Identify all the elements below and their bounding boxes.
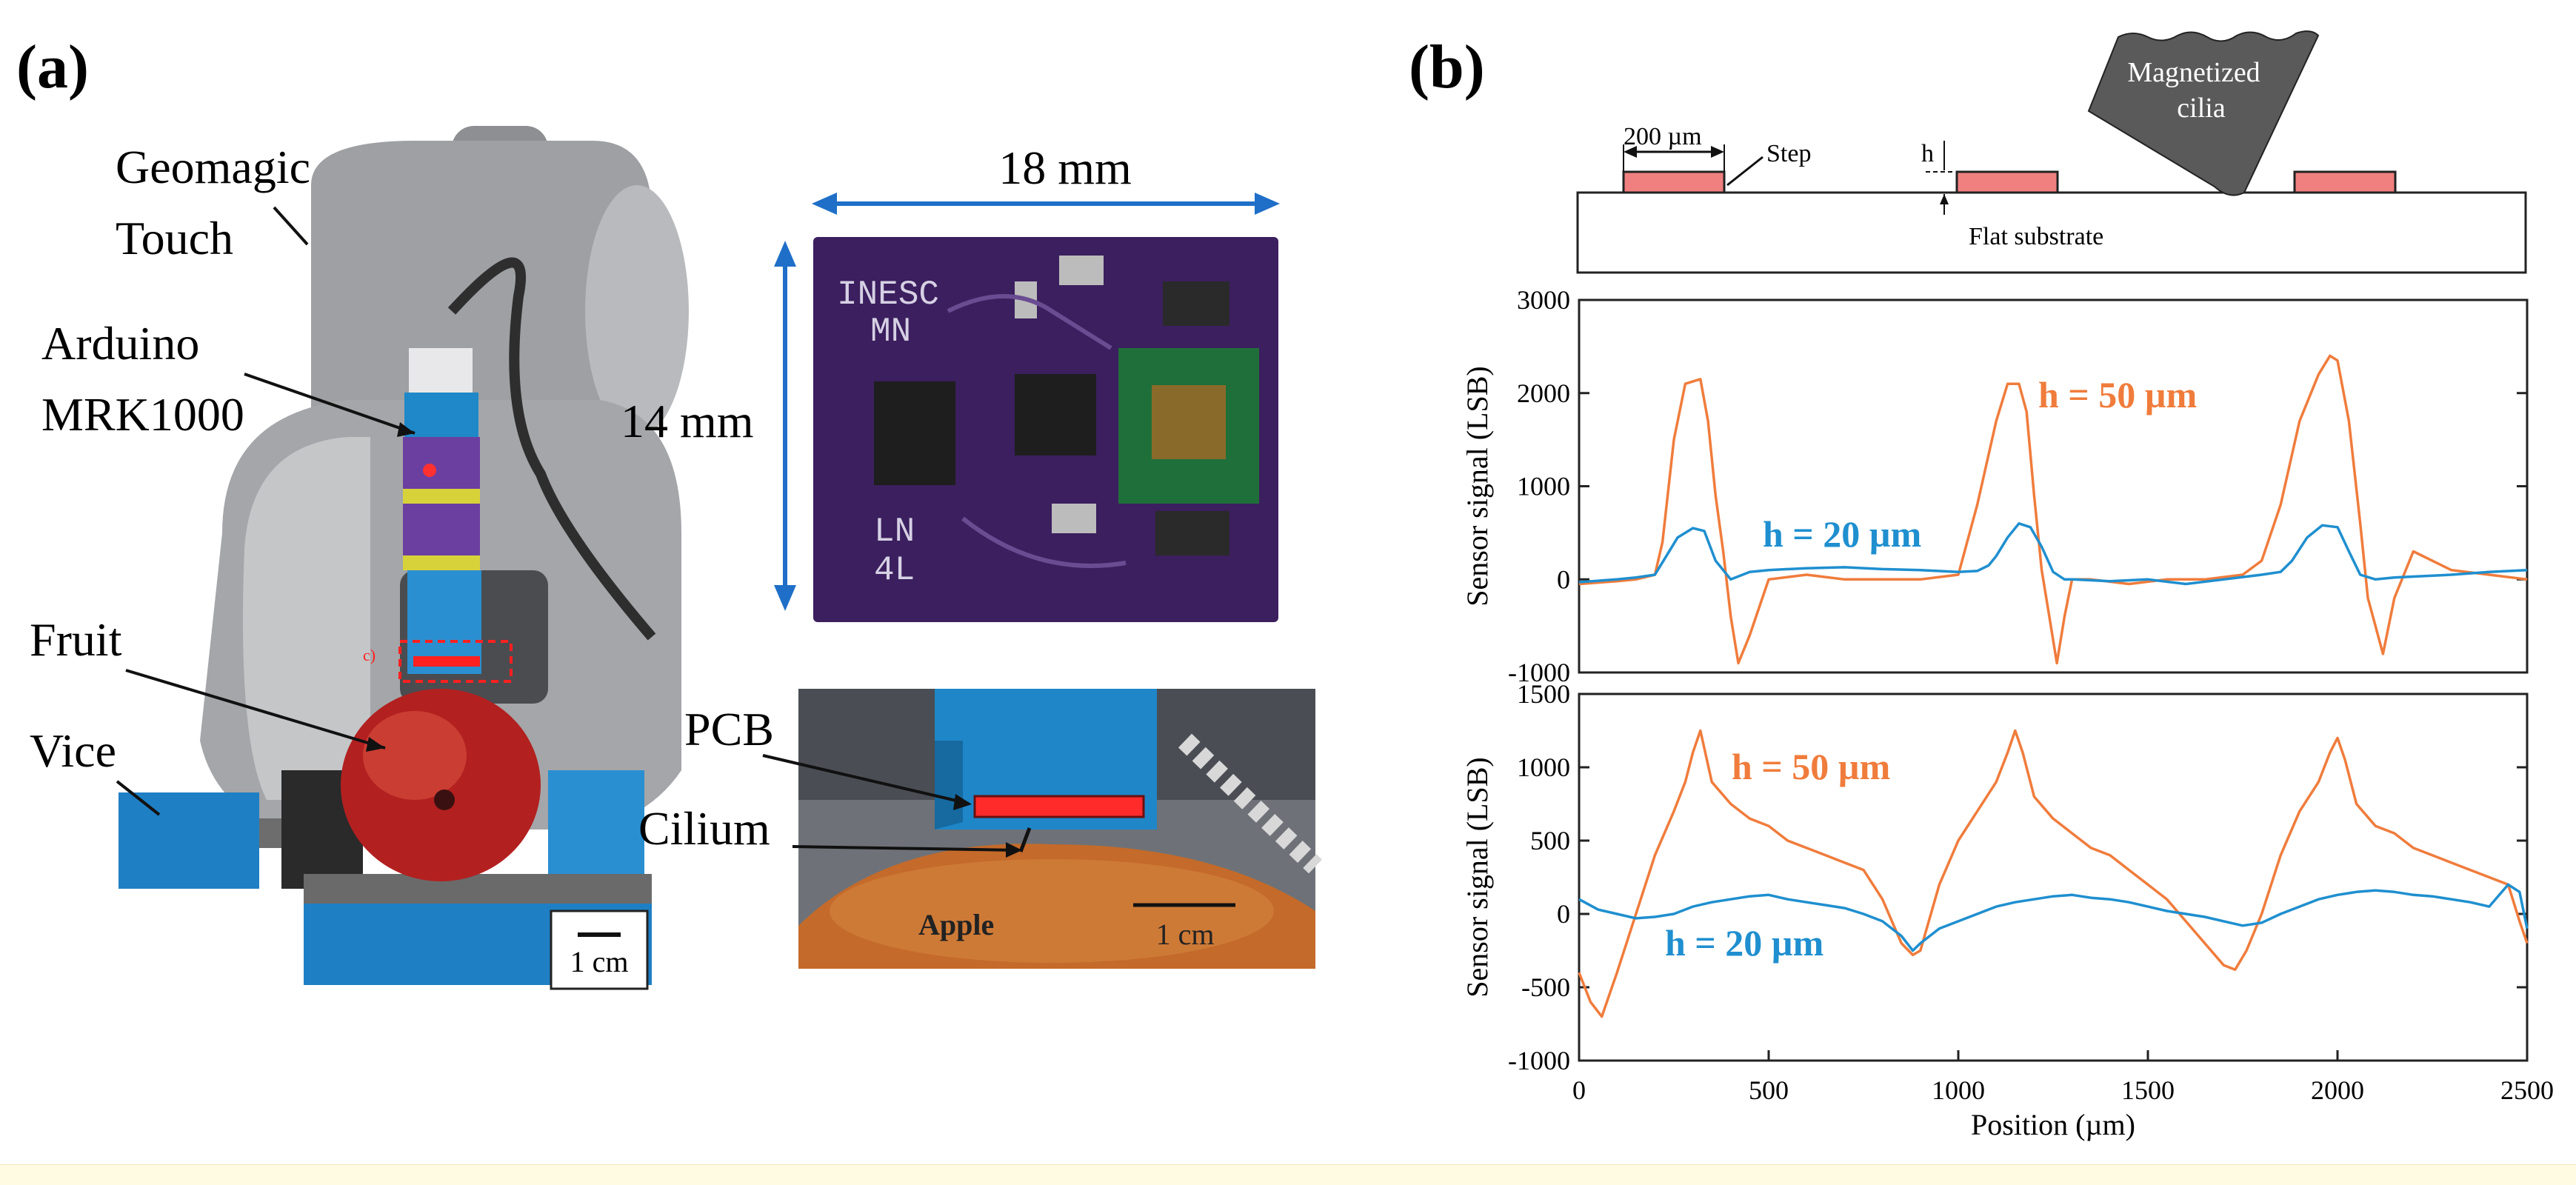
x-tick-label: 0 <box>1572 1075 1586 1105</box>
fruit-arrowhead <box>366 737 385 752</box>
schematic-substrate-label: Flat substrate <box>1969 223 2103 250</box>
plot-frame <box>1578 692 2529 1062</box>
y-tick-label: 500 <box>1530 826 1570 855</box>
y-axis-label: Sensor signal (LSB) <box>1461 366 1494 606</box>
inset-scale-label: 1 cm <box>1156 918 1215 951</box>
pcb-text-inesc: INESC <box>837 276 939 314</box>
series-annotation-h50: h = 50 µm <box>1732 746 1890 787</box>
step-schematic <box>1576 30 2527 274</box>
schematic-step-label: Step <box>1766 140 1811 167</box>
pcb-text-4l: 4L <box>874 551 915 590</box>
series-annotation-h50: h = 50 µm <box>2038 374 2197 415</box>
scale-label-left: 1 cm <box>570 945 629 978</box>
x-axis-label: Position (µm) <box>1971 1108 2135 1141</box>
schematic-width-label: 200 µm <box>1624 123 1702 150</box>
magnetized-cilia <box>2087 30 2320 196</box>
fruit-label: Fruit <box>30 613 122 666</box>
vice-label: Vice <box>30 724 116 777</box>
arduino-arrow <box>244 373 416 435</box>
pcb-text-mn: MN <box>870 313 911 351</box>
y-tick-label: 2000 <box>1517 378 1570 408</box>
scale-box-left <box>550 909 649 990</box>
x-tick-label: 2000 <box>2311 1075 2364 1105</box>
inset-pcb-label: PCB <box>684 703 774 755</box>
y-tick-label: -500 <box>1521 972 1570 1002</box>
dimension-width-label: 18 mm <box>998 141 1132 194</box>
y-tick-label: 0 <box>1557 899 1570 929</box>
arduino-label-line1: Arduino <box>41 317 199 370</box>
y-tick-label: -1000 <box>1508 1046 1570 1075</box>
vice-arrow <box>116 780 161 816</box>
y-tick-label: 1000 <box>1517 752 1570 782</box>
inset-cilium-label: Cilium <box>638 802 770 855</box>
step-2 <box>1955 170 2059 194</box>
inset-marker-label: c) <box>363 646 376 664</box>
schematic-cilia-label-line1: Magnetized <box>2127 57 2260 88</box>
geomagic-touch-device: c) <box>119 126 689 985</box>
schematic-cilia-label-line2: cilia <box>2177 93 2226 124</box>
series-annotation-h20: h = 20 µm <box>1763 513 1921 555</box>
step-1 <box>1622 170 1726 194</box>
y-axis-label: Sensor signal (LSB) <box>1461 757 1494 997</box>
series-line-h20 <box>1578 883 2529 952</box>
y-tick-label: -1000 <box>1508 658 1570 687</box>
schematic-h-label: h <box>1921 140 1934 167</box>
dimension-arrow-height <box>774 241 796 611</box>
inset-cilium-arrow <box>792 845 1019 852</box>
pcb-board: INESC MN LN 4L <box>813 237 1278 622</box>
arduino-label-line2: MRK1000 <box>41 388 244 441</box>
y-tick-label: 0 <box>1557 564 1570 594</box>
geomagic-label-line1: Geomagic <box>116 141 310 193</box>
flat-substrate <box>1576 191 2527 274</box>
arduino-arrowhead <box>397 422 415 437</box>
inset-pcb-arrow <box>762 754 970 805</box>
geomagic-label-line2: Touch <box>116 212 233 264</box>
caption-band <box>0 1164 2576 1185</box>
pcb-text-ln: LN <box>874 513 915 551</box>
plot-frame <box>1578 298 2529 674</box>
inset-cilium-arrowhead <box>1006 842 1022 858</box>
dimension-height-label: 14 mm <box>621 395 754 447</box>
x-tick-label: 500 <box>1749 1075 1789 1105</box>
x-tick-label: 1000 <box>1932 1075 1985 1105</box>
step-3 <box>2293 170 2397 194</box>
inset-apple-label: Apple <box>918 908 994 941</box>
geomagic-arrow <box>273 206 309 246</box>
x-tick-label: 2500 <box>2500 1075 2554 1105</box>
x-tick-label: 1500 <box>2121 1075 2175 1105</box>
dimension-arrow-width <box>812 193 1280 215</box>
y-tick-label: 1500 <box>1517 679 1570 709</box>
series-line-h50 <box>1578 354 2528 665</box>
fruit-arrow <box>125 669 386 750</box>
inset-pcb-arrowhead <box>953 794 972 810</box>
panel-label-a: (a) <box>16 33 89 101</box>
y-tick-label: 3000 <box>1517 285 1570 315</box>
series-line-h20 <box>1578 522 2528 586</box>
panel-label-b: (b) <box>1409 33 1485 101</box>
inset-photo <box>798 689 1323 969</box>
series-line-h50 <box>1578 729 2529 1018</box>
y-tick-label: 1000 <box>1517 472 1570 501</box>
series-annotation-h20: h = 20 µm <box>1665 922 1823 964</box>
